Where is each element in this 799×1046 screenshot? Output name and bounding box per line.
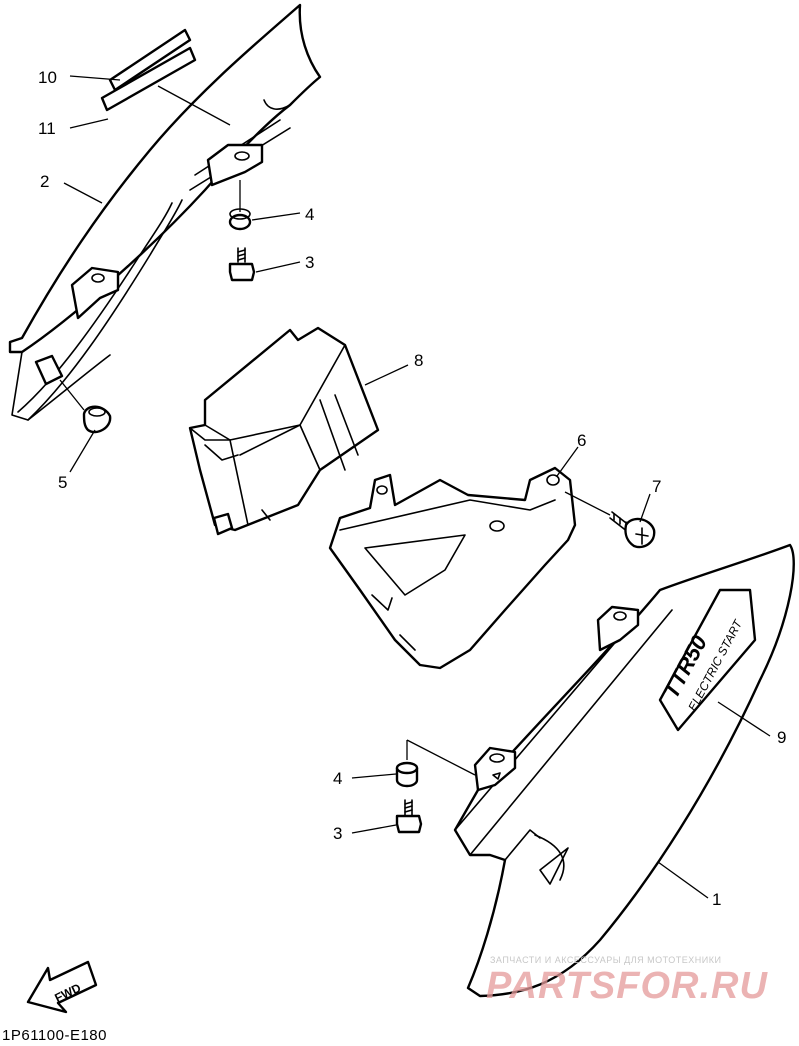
callout-4-lower: 4 [333,769,342,788]
part-4-collar-lower[interactable] [395,761,419,788]
callout-4-upper: 4 [305,205,314,224]
callout-labels: 10 11 2 4 3 8 5 6 7 9 4 3 1 [38,68,786,909]
part-11-strip[interactable] [108,28,192,92]
callout-2: 2 [40,172,49,191]
callout-3-lower: 3 [333,824,342,843]
part-10-strip[interactable] [100,46,197,112]
leader-lines [59,75,771,899]
callout-3-upper: 3 [305,253,314,272]
part-6-panel[interactable] [328,466,577,670]
part-2-left-side-cover[interactable] [8,3,322,421]
fwd-arrow-icon: FWD [26,960,98,1014]
callout-5: 5 [58,473,67,492]
callout-8: 8 [414,351,423,370]
watermark: ЗАПЧАСТИ И АКСЕССУАРЫ ДЛЯ МОТОТЕХНИКИ PA… [486,955,768,1007]
callout-9: 9 [777,728,786,747]
callout-10: 10 [38,68,57,87]
part-3-bolt-upper[interactable] [228,247,256,282]
watermark-caption: ЗАПЧАСТИ И АКСЕССУАРЫ ДЛЯ МОТОТЕХНИКИ [490,955,721,965]
diagram-code: 1P61100-E180 [2,1027,107,1044]
callout-6: 6 [577,431,586,450]
part-8-box[interactable] [188,326,380,536]
callout-7: 7 [652,477,661,496]
part-3-bolt-lower[interactable] [395,799,423,834]
watermark-brand: PARTSFOR.RU [486,965,768,1007]
callout-1: 1 [712,890,721,909]
part-5-grommet-lower[interactable] [82,405,112,434]
part-5-grommet-upper[interactable] [34,354,64,386]
callout-11: 11 [38,119,56,138]
part-7-screw[interactable] [609,511,656,549]
